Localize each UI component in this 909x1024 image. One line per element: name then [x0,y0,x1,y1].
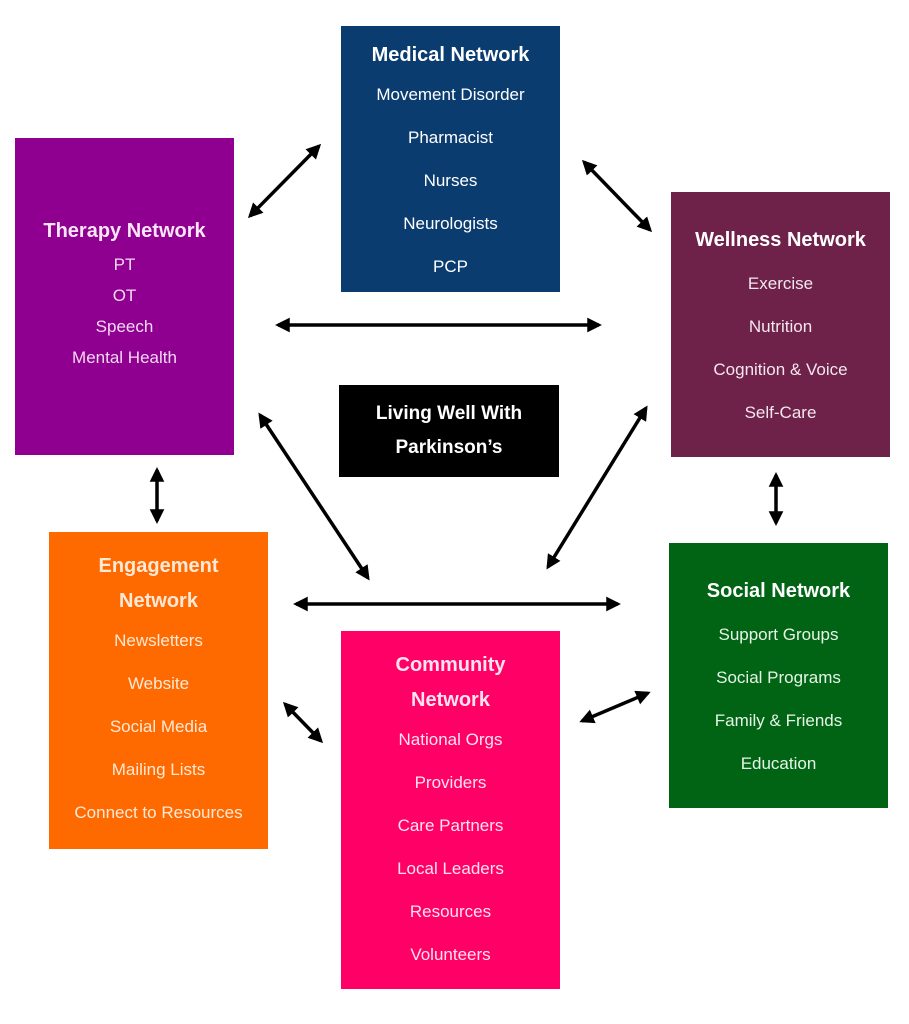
medical-item: Movement Disorder [376,85,525,104]
engagement-item: Social Media [109,717,208,736]
engagement-item: Connect to Resources [74,803,243,822]
engagement-network-title-line2: Network [119,590,198,612]
social-network-box: Social Network Support Groups Social Pro… [669,543,888,808]
arrow-medical-wellness [581,159,653,233]
wellness-item: Exercise [747,274,814,293]
engagement-item: Mailing Lists [111,760,206,779]
community-item: Care Partners [397,816,504,835]
wellness-item: Cognition & Voice [713,360,848,379]
arrow-social-community [579,690,651,724]
medical-item: Pharmacist [407,128,494,147]
community-network-box: Community Network National Orgs Provider… [341,631,560,989]
wellness-network-title: Wellness Network [695,229,866,251]
engagement-network-title-line1: Engagement [98,555,219,577]
community-network-title-line2: Network [411,689,490,711]
therapy-network-box: Therapy Network PT OT Speech Mental Heal… [15,138,234,455]
wellness-network-box: Wellness Network Exercise Nutrition Cogn… [671,192,890,457]
arrow-wellness-community [546,405,648,570]
community-item: Providers [414,773,487,792]
wellness-item: Self-Care [744,403,817,422]
therapy-item: Speech [95,317,154,336]
community-item: National Orgs [398,730,503,749]
engagement-item: Newsletters [114,631,203,650]
arrow-engagement-community [282,701,324,744]
therapy-item: PT [113,255,136,274]
center-title-line2: Parkinson’s [395,437,503,458]
community-item: Volunteers [410,945,491,964]
social-item: Support Groups [718,625,839,644]
medical-network-box: Medical Network Movement Disorder Pharma… [341,26,560,292]
therapy-network-title: Therapy Network [43,220,206,242]
center-title-line1: Living Well With [375,403,523,424]
medical-network-title: Medical Network [371,44,530,66]
center-box: Living Well With Parkinson’s [339,385,559,477]
social-item: Family & Friends [714,711,843,730]
therapy-item: Mental Health [72,348,177,367]
social-network-title: Social Network [706,580,851,602]
community-item: Local Leaders [397,859,504,878]
social-item: Social Programs [716,668,841,687]
engagement-item: Website [127,674,190,693]
medical-item: PCP [433,257,468,276]
medical-item: Nurses [423,171,478,190]
medical-item: Neurologists [403,214,498,233]
wellness-item: Nutrition [748,317,813,336]
arrow-therapy-medical [247,143,322,219]
engagement-network-box: Engagement Network Newsletters Website S… [49,532,268,849]
community-item: Resources [409,902,492,921]
therapy-item: OT [112,286,137,305]
community-network-title-line1: Community [395,654,506,676]
social-item: Education [740,754,817,773]
